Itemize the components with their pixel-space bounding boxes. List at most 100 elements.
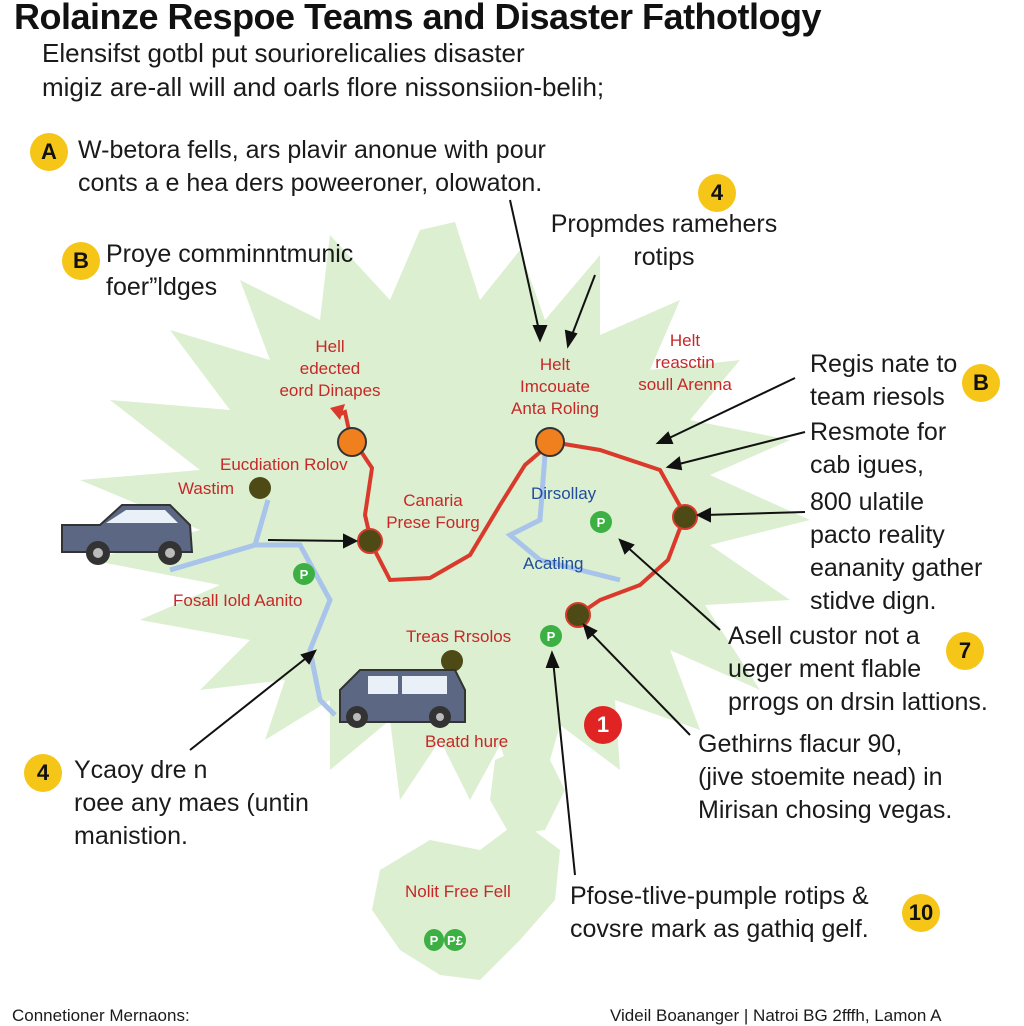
intro-text: Elensifst gotbl put souriorelicalies dis… — [42, 36, 604, 104]
map-label-line: reasctin — [655, 353, 715, 372]
map-pin-icon: P£ — [444, 929, 466, 951]
river-west — [169, 499, 337, 717]
map-label-line: Helt — [669, 331, 701, 350]
callout-line: Pfose-tlive-pumple rotips & — [570, 882, 869, 910]
callout-resmote-text: Resmote for cab igues, — [810, 416, 946, 482]
callout-line: Regis nate to — [810, 350, 958, 378]
map-label: Helt Imcouate Anta Roling — [500, 354, 610, 420]
callout-line: eananity gather — [810, 554, 983, 582]
map-label: Hell edected eord Dinapes — [270, 336, 390, 402]
callout-line: 800 ulatile — [810, 488, 924, 516]
map-label: Nolit Free Fell — [405, 881, 511, 903]
callout-a-text: W-betora fells, ars plavir anonue with p… — [78, 134, 546, 200]
island-land-area — [372, 820, 560, 980]
callout-line: Asell custor not a — [728, 622, 920, 650]
badge-b-right: B — [962, 364, 1000, 402]
callout-4-left-text: Ycaoy dre n roee any maes (untin manisti… — [74, 754, 309, 853]
leader-lines — [189, 199, 806, 876]
callout-line: (jive stoemite nead) in — [698, 763, 943, 791]
callout-7-text: Asell custor not a ueger ment flable prr… — [728, 620, 988, 719]
callout-line: Resmote for — [810, 418, 947, 446]
callout-line: stidve dign. — [810, 587, 937, 615]
map-label-line: Hell — [315, 337, 345, 356]
map-label-line: Nolit Free Fell — [405, 882, 511, 901]
map-label-line: eord Dinapes — [279, 381, 381, 400]
footer-left-text: Connetioner Mernaons: — [12, 1006, 190, 1025]
intro-line: migiz are-all will and oarls flore nisso… — [42, 72, 605, 102]
callout-line: cab igues, — [810, 451, 924, 479]
callout-b-left-text: Proye comminntmunic foer”ldges — [106, 238, 353, 304]
badge-4-top: 4 — [698, 174, 736, 212]
river-east — [505, 454, 621, 583]
map-label-line: Wastim — [178, 479, 235, 498]
callout-line: Propmdes ramehers — [550, 210, 778, 238]
badge-a: A — [30, 133, 68, 171]
map-label-blue: Dirsollay — [531, 484, 597, 503]
map-label: Treas Rrsolos — [406, 626, 511, 648]
callout-10-text: Pfose-tlive-pumple rotips & covsre mark … — [570, 880, 869, 946]
callout-line: ueger ment flable — [728, 655, 922, 683]
burst-land-area — [80, 222, 810, 830]
car-illustration — [61, 504, 194, 565]
orange-marker — [535, 427, 565, 457]
badge-4-left: 4 — [24, 754, 62, 792]
callout-line: Mirisan chosing vegas. — [698, 796, 953, 824]
intro-line: Elensifst gotbl put souriorelicalies dis… — [42, 38, 525, 68]
callout-line: conts a e hea ders poweeroner, olowaton. — [78, 169, 543, 197]
callout-line: team riesols — [810, 383, 945, 411]
map-label: Helt reasctin soull Arenna — [625, 330, 745, 396]
map-label-line: Prese Fourg — [386, 513, 480, 532]
map-pin-icon: P — [293, 563, 315, 585]
map-label: Fosall Iold Aanito — [173, 590, 302, 612]
callout-line: prrogs on drsin lattions. — [728, 688, 988, 716]
callout-ulatile-text: 800 ulatile pacto reality eananity gathe… — [810, 486, 982, 618]
page-title: Rolainze Respoe Teams and Disaster Fatho… — [14, 0, 822, 37]
van-illustration — [339, 669, 466, 728]
map-label: Beatd hure — [425, 731, 508, 753]
callout-line: Proye comminntmunic — [106, 240, 354, 268]
callout-b-right-text: Regis nate to team riesols — [810, 348, 957, 414]
callout-gethirns-text: Gethirns flacur 90, (jive stoemite nead)… — [698, 728, 952, 827]
evacuation-route — [337, 409, 688, 617]
map-pin-icon: P — [424, 929, 444, 951]
map-label-line: Anta Roling — [511, 399, 599, 418]
map-label-line: Imcouate — [520, 377, 590, 396]
callout-line: W-betora fells, ars plavir anonue with p… — [78, 136, 546, 164]
map-label-line: edected — [299, 359, 361, 378]
callout-4-top-text: Propmdes ramehers rotips — [544, 208, 784, 274]
olive-marker — [565, 602, 591, 628]
olive-marker — [249, 477, 271, 499]
olive-marker — [672, 504, 698, 530]
orange-marker — [337, 427, 367, 457]
map-label: Eucdiation Rolov — [220, 454, 348, 476]
callout-line: Gethirns flacur 90, — [698, 730, 903, 758]
callout-line: rotips — [633, 243, 695, 271]
map-label: Canaria Prese Fourg — [378, 490, 488, 534]
map-label-line: Treas Rrsolos — [406, 627, 512, 646]
footer-right-text: Videil Boananger | Natroi BG 2fffh, Lamo… — [610, 1006, 942, 1025]
peninsula-land-area — [490, 740, 565, 835]
map-label-line: Canaria — [403, 491, 463, 510]
map-label-line: Helt — [539, 355, 571, 374]
olive-marker — [441, 650, 463, 672]
map-label-line: Fosall Iold Aanito — [173, 591, 303, 610]
callout-line: Ycaoy dre n — [74, 756, 208, 784]
callout-line: pacto reality — [810, 521, 945, 549]
map-pin-icon: P — [540, 625, 562, 647]
map-label-line: Beatd hure — [425, 732, 509, 751]
map-label-line: Eucdiation Rolov — [220, 455, 348, 474]
map-pin-icon: P — [590, 511, 612, 533]
callout-line: foer”ldges — [106, 273, 218, 301]
callout-line: manistion. — [74, 822, 188, 850]
badge-7: 7 — [946, 632, 984, 670]
map-label-blue: Acatling — [523, 554, 584, 573]
callout-line: covsre mark as gathiq gelf. — [570, 915, 869, 943]
route-arrow-tip — [330, 404, 345, 420]
badge-10: 10 — [902, 894, 940, 932]
badge-1: 1 — [584, 706, 622, 744]
map-label: Wastim — [178, 478, 234, 500]
map-label-line: soull Arenna — [638, 375, 732, 394]
badge-b-left: B — [62, 242, 100, 280]
callout-line: roee any maes (untin — [74, 789, 309, 817]
